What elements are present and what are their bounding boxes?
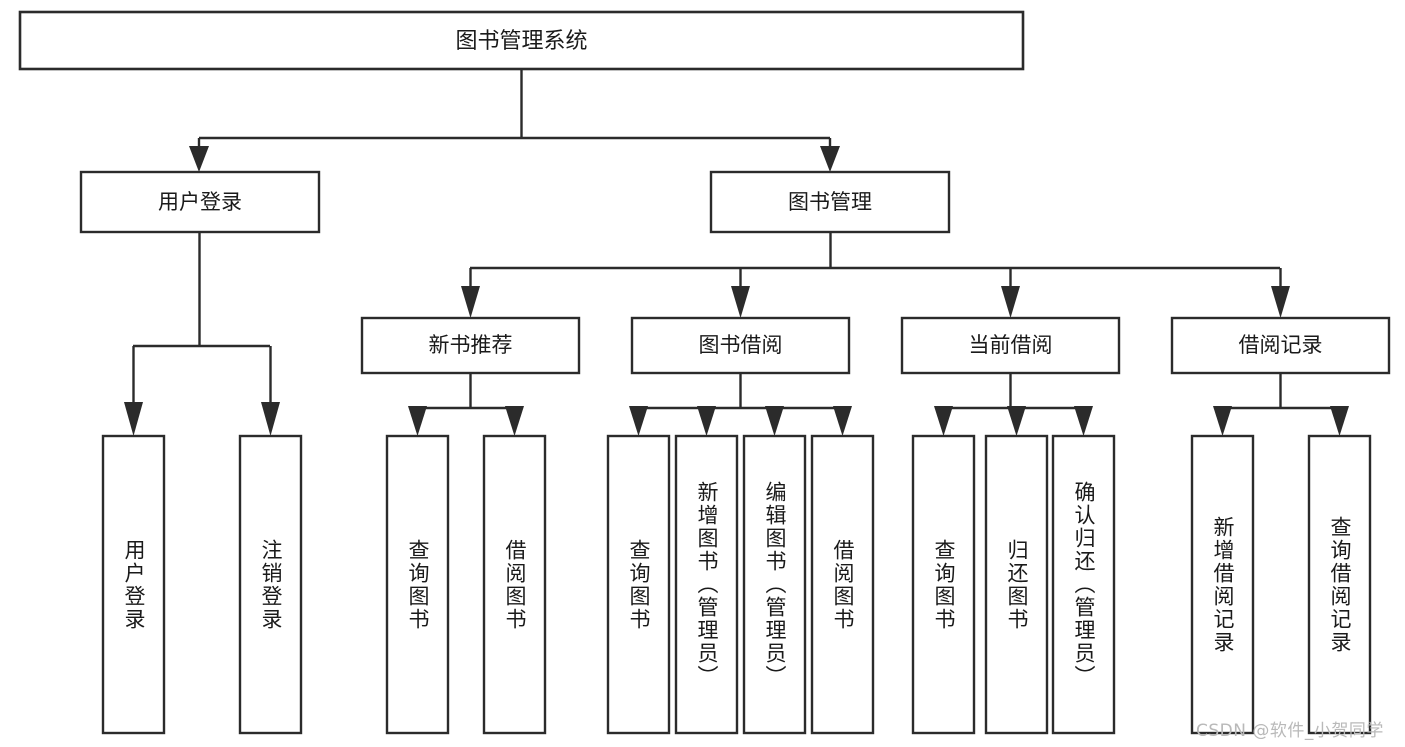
node-new-book-rec-label: 新书推荐 [429,333,513,357]
node-book-manage-box[interactable] [709,170,951,234]
node-leaf-return-book-box[interactable] [984,434,1049,735]
node-root-box[interactable] [18,10,1025,71]
arrowhead-leaf-query-book-1 [408,406,427,436]
arrowhead-leaf-edit-book [765,406,784,436]
arrowhead-borrow-record [1271,286,1290,318]
node-leaf-add-record-box[interactable] [1190,434,1255,735]
arrowhead-leaf-borrow-book-1 [505,406,524,436]
node-book-manage[interactable]: 图书管理 [709,170,951,234]
connector-group-userlogin-to-leaves [124,232,280,436]
node-leaf-add-book-box[interactable] [674,434,739,735]
arrowhead-new-book-rec [461,286,480,318]
leaf-boxes-group [101,434,1372,735]
arrowhead-current-borrow [1001,286,1020,318]
node-leaf-edit-book-box[interactable] [742,434,807,735]
arrowhead-leaf-add-record [1213,406,1232,436]
arrowhead-book-borrow [731,286,750,318]
connector-group-currentborrow-to-leaves [934,373,1093,436]
arrowhead-leaf-borrow-book-2 [833,406,852,436]
node-leaf-query-book-3-box[interactable] [911,434,976,735]
node-user-login-box[interactable] [79,170,321,234]
arrowhead-leaf-add-book [697,406,716,436]
node-user-login[interactable]: 用户登录 [79,170,321,234]
node-current-borrow-label: 当前借阅 [969,333,1053,357]
node-leaf-confirm-return-box[interactable] [1051,434,1116,735]
node-leaf-borrow-book-1-box[interactable] [482,434,547,735]
node-book-borrow-box[interactable] [630,316,851,375]
arrowhead-leaf-user-login [124,402,143,436]
node-book-manage-label: 图书管理 [788,190,872,214]
arrowhead-leaf-confirm-return [1074,406,1093,436]
node-book-borrow[interactable]: 图书借阅 [630,316,851,375]
node-root-label: 图书管理系统 [455,29,587,54]
connector-group-borrowrecord-to-leaves [1213,373,1349,436]
connector-group-root-to-level2 [189,69,840,172]
node-leaf-borrow-book-2-box[interactable] [810,434,875,735]
node-root[interactable]: 图书管理系统 [18,10,1025,71]
arrowhead-leaf-logout [261,402,280,436]
node-leaf-query-book-1-box[interactable] [385,434,450,735]
arrowhead-user-login [189,146,209,172]
node-current-borrow[interactable]: 当前借阅 [900,316,1121,375]
node-leaf-query-book-2-box[interactable] [606,434,671,735]
node-leaf-query-record-box[interactable] [1307,434,1372,735]
node-book-borrow-label: 图书借阅 [699,333,783,357]
node-borrow-record-box[interactable] [1170,316,1391,375]
node-new-book-rec-box[interactable] [360,316,581,375]
node-leaf-user-login-box[interactable] [101,434,166,735]
node-new-book-rec[interactable]: 新书推荐 [360,316,581,375]
connector-group-newbookrec-to-leaves [408,373,524,436]
node-borrow-record[interactable]: 借阅记录 [1170,316,1391,375]
arrowhead-leaf-query-book-2 [629,406,648,436]
arrowhead-leaf-query-record [1330,406,1349,436]
node-current-borrow-box[interactable] [900,316,1121,375]
node-user-login-label: 用户登录 [158,190,242,214]
arrowhead-leaf-return-book [1007,406,1026,436]
node-borrow-record-label: 借阅记录 [1239,333,1323,357]
connector-group-bookmanage-to-level3 [461,232,1290,318]
arrowhead-leaf-query-book-3 [934,406,953,436]
connector-group-bookborrow-to-leaves [629,373,852,436]
arrowhead-book-manage [820,146,840,172]
node-leaf-logout-box[interactable] [238,434,303,735]
csdn-watermark: CSDN @软件_小贺同学 [1196,721,1384,741]
